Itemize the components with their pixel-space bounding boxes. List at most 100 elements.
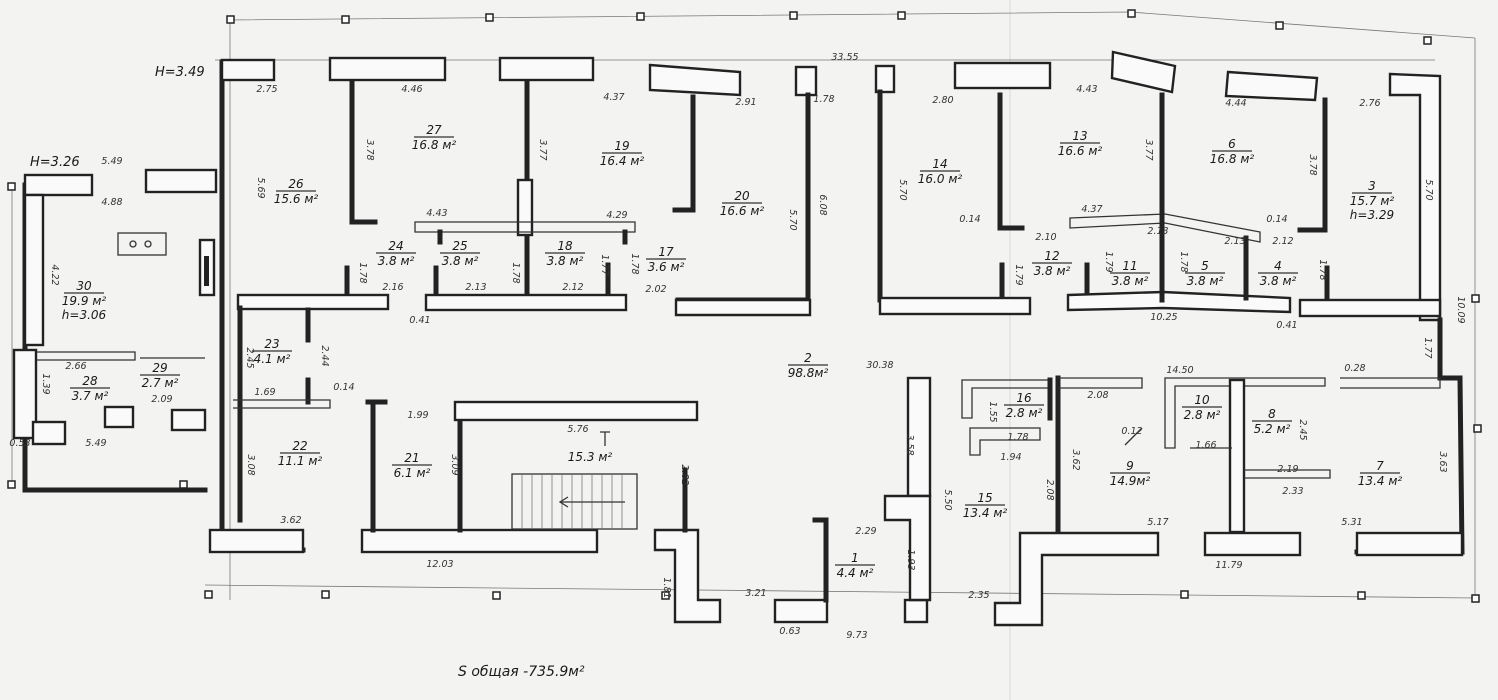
room-17-number: 17 (658, 245, 674, 259)
room-8-area: 5.2 м² (1254, 422, 1291, 436)
room-25: 253.8 м² (440, 239, 480, 268)
dimension-label: 4.29 (606, 210, 627, 221)
dimension-label: 10.25 (1150, 312, 1177, 323)
dimension-label: 1.94 (1000, 452, 1021, 463)
dimension-label: 2.13 (1147, 226, 1168, 237)
room-21: 216.1 м² (392, 451, 432, 480)
room-1-number: 1 (851, 551, 859, 565)
room-24: 243.8 м² (376, 239, 416, 268)
room-16: 162.8 м² (1004, 391, 1044, 420)
dimension-label: 0.14 (333, 382, 354, 393)
dimension-label: 2.35 (968, 590, 989, 601)
room-3-height: h=3.29 (1350, 208, 1394, 222)
ceiling-height-wing: H=3.26 (30, 155, 80, 170)
room-16-number: 16 (1016, 391, 1032, 405)
dimension-label: 0.41 (409, 315, 430, 326)
room-9: 914.9м² (1110, 459, 1151, 488)
dimension-label: 0.14 (1266, 214, 1287, 225)
dimension-label: 1.78 (629, 253, 640, 274)
dimension-label: 1.78 (1317, 259, 1328, 280)
dimension-label: 30.38 (866, 360, 893, 371)
room-30-height: h=3.06 (62, 308, 107, 322)
dimension-label: 2.76 (1359, 98, 1380, 109)
room-21-number: 21 (404, 451, 419, 465)
dimension-label: 33.55 (831, 52, 858, 63)
room-11-area: 3.8 м² (1112, 274, 1149, 288)
room-14-area: 16.0 м² (918, 172, 963, 186)
room-10-area: 2.8 м² (1184, 408, 1221, 422)
dimension-label: 2.13 (1224, 236, 1245, 247)
dimension-label: 11.79 (1215, 560, 1242, 571)
dimension-label: 0.53 (9, 438, 30, 449)
dimension-label: 4.37 (603, 92, 624, 103)
room-24-area: 3.8 м² (378, 254, 415, 268)
dimension-label: 1.78 (357, 262, 368, 283)
room-22-number: 22 (292, 439, 307, 453)
staircase (511, 431, 638, 530)
dimension-label: 3.09 (449, 454, 460, 475)
room-15-area: 13.4 м² (963, 506, 1008, 520)
dimension-label: 1.81 (661, 577, 672, 598)
dimension-label: 2.45 (244, 347, 255, 368)
dimension-label: 4.44 (1225, 98, 1246, 109)
dimension-label: 14.50 (1166, 365, 1193, 376)
room-stair: 15.3 м² (568, 450, 613, 464)
interior-walls-south-east (883, 375, 1441, 602)
ceiling-height-main: H=3.49 (155, 65, 205, 80)
dimension-label: 5.17 (1147, 517, 1168, 528)
room-25-number: 25 (452, 239, 467, 253)
dimension-label: 5.70 (1423, 179, 1434, 200)
room-29-area: 2.7 м² (142, 376, 179, 390)
room-27-area: 16.8 м² (412, 138, 457, 152)
room-22-area: 11.1 м² (278, 454, 323, 468)
room-5-number: 5 (1201, 259, 1209, 273)
exterior-walls (208, 50, 1465, 627)
room-23-area: 4.1 м² (254, 352, 291, 366)
dimension-label: 5.49 (85, 438, 106, 449)
room-29: 292.7 м² (140, 361, 180, 390)
room-9-number: 9 (1126, 459, 1134, 473)
dimension-label: 1.93 (905, 549, 916, 570)
left-wing-walls (12, 168, 218, 493)
dimension-label: 3.08 (245, 454, 256, 475)
dimension-label: 1.78 (1007, 432, 1028, 443)
room-7: 713.4 м² (1358, 459, 1403, 488)
dimension-label: 4.88 (101, 197, 122, 208)
interior-walls-north (236, 79, 812, 523)
dimension-label: 1.66 (1195, 440, 1216, 451)
room-15-number: 15 (977, 491, 992, 505)
dimension-label: 3.78 (1307, 154, 1318, 175)
dimension-label: 1.79 (1013, 264, 1024, 285)
room-7-area: 13.4 м² (1358, 474, 1403, 488)
dimension-label: 2.80 (932, 95, 953, 106)
room-4-area: 3.8 м² (1260, 274, 1297, 288)
room-16-area: 2.8 м² (1006, 406, 1043, 420)
dimension-label: 5.70 (897, 179, 908, 200)
room-18-area: 3.8 м² (547, 254, 584, 268)
room-1-area: 4.4 м² (837, 566, 874, 580)
dimension-label: 1.77 (599, 254, 610, 275)
dimension-label: 3.78 (364, 139, 375, 160)
room-6-area: 16.8 м² (1210, 152, 1255, 166)
dimension-label: 1.77 (1422, 337, 1433, 358)
dimension-label: 2.12 (1272, 236, 1293, 247)
room-11: 113.8 м² (1110, 259, 1150, 288)
dimension-label: 10.09 (1455, 296, 1466, 323)
room-23: 234.1 м² (252, 337, 292, 366)
room-28: 283.7 м² (70, 374, 110, 403)
dimension-label: 2.19 (1277, 464, 1298, 475)
dimension-label: 4.22 (49, 264, 60, 285)
dimension-label: 0.28 (1344, 363, 1365, 374)
dimension-label: 5.70 (787, 209, 798, 230)
dimension-label: 2.66 (65, 361, 86, 372)
dimension-label: 5.49 (101, 156, 122, 167)
dimension-label: 2.09 (151, 394, 172, 405)
